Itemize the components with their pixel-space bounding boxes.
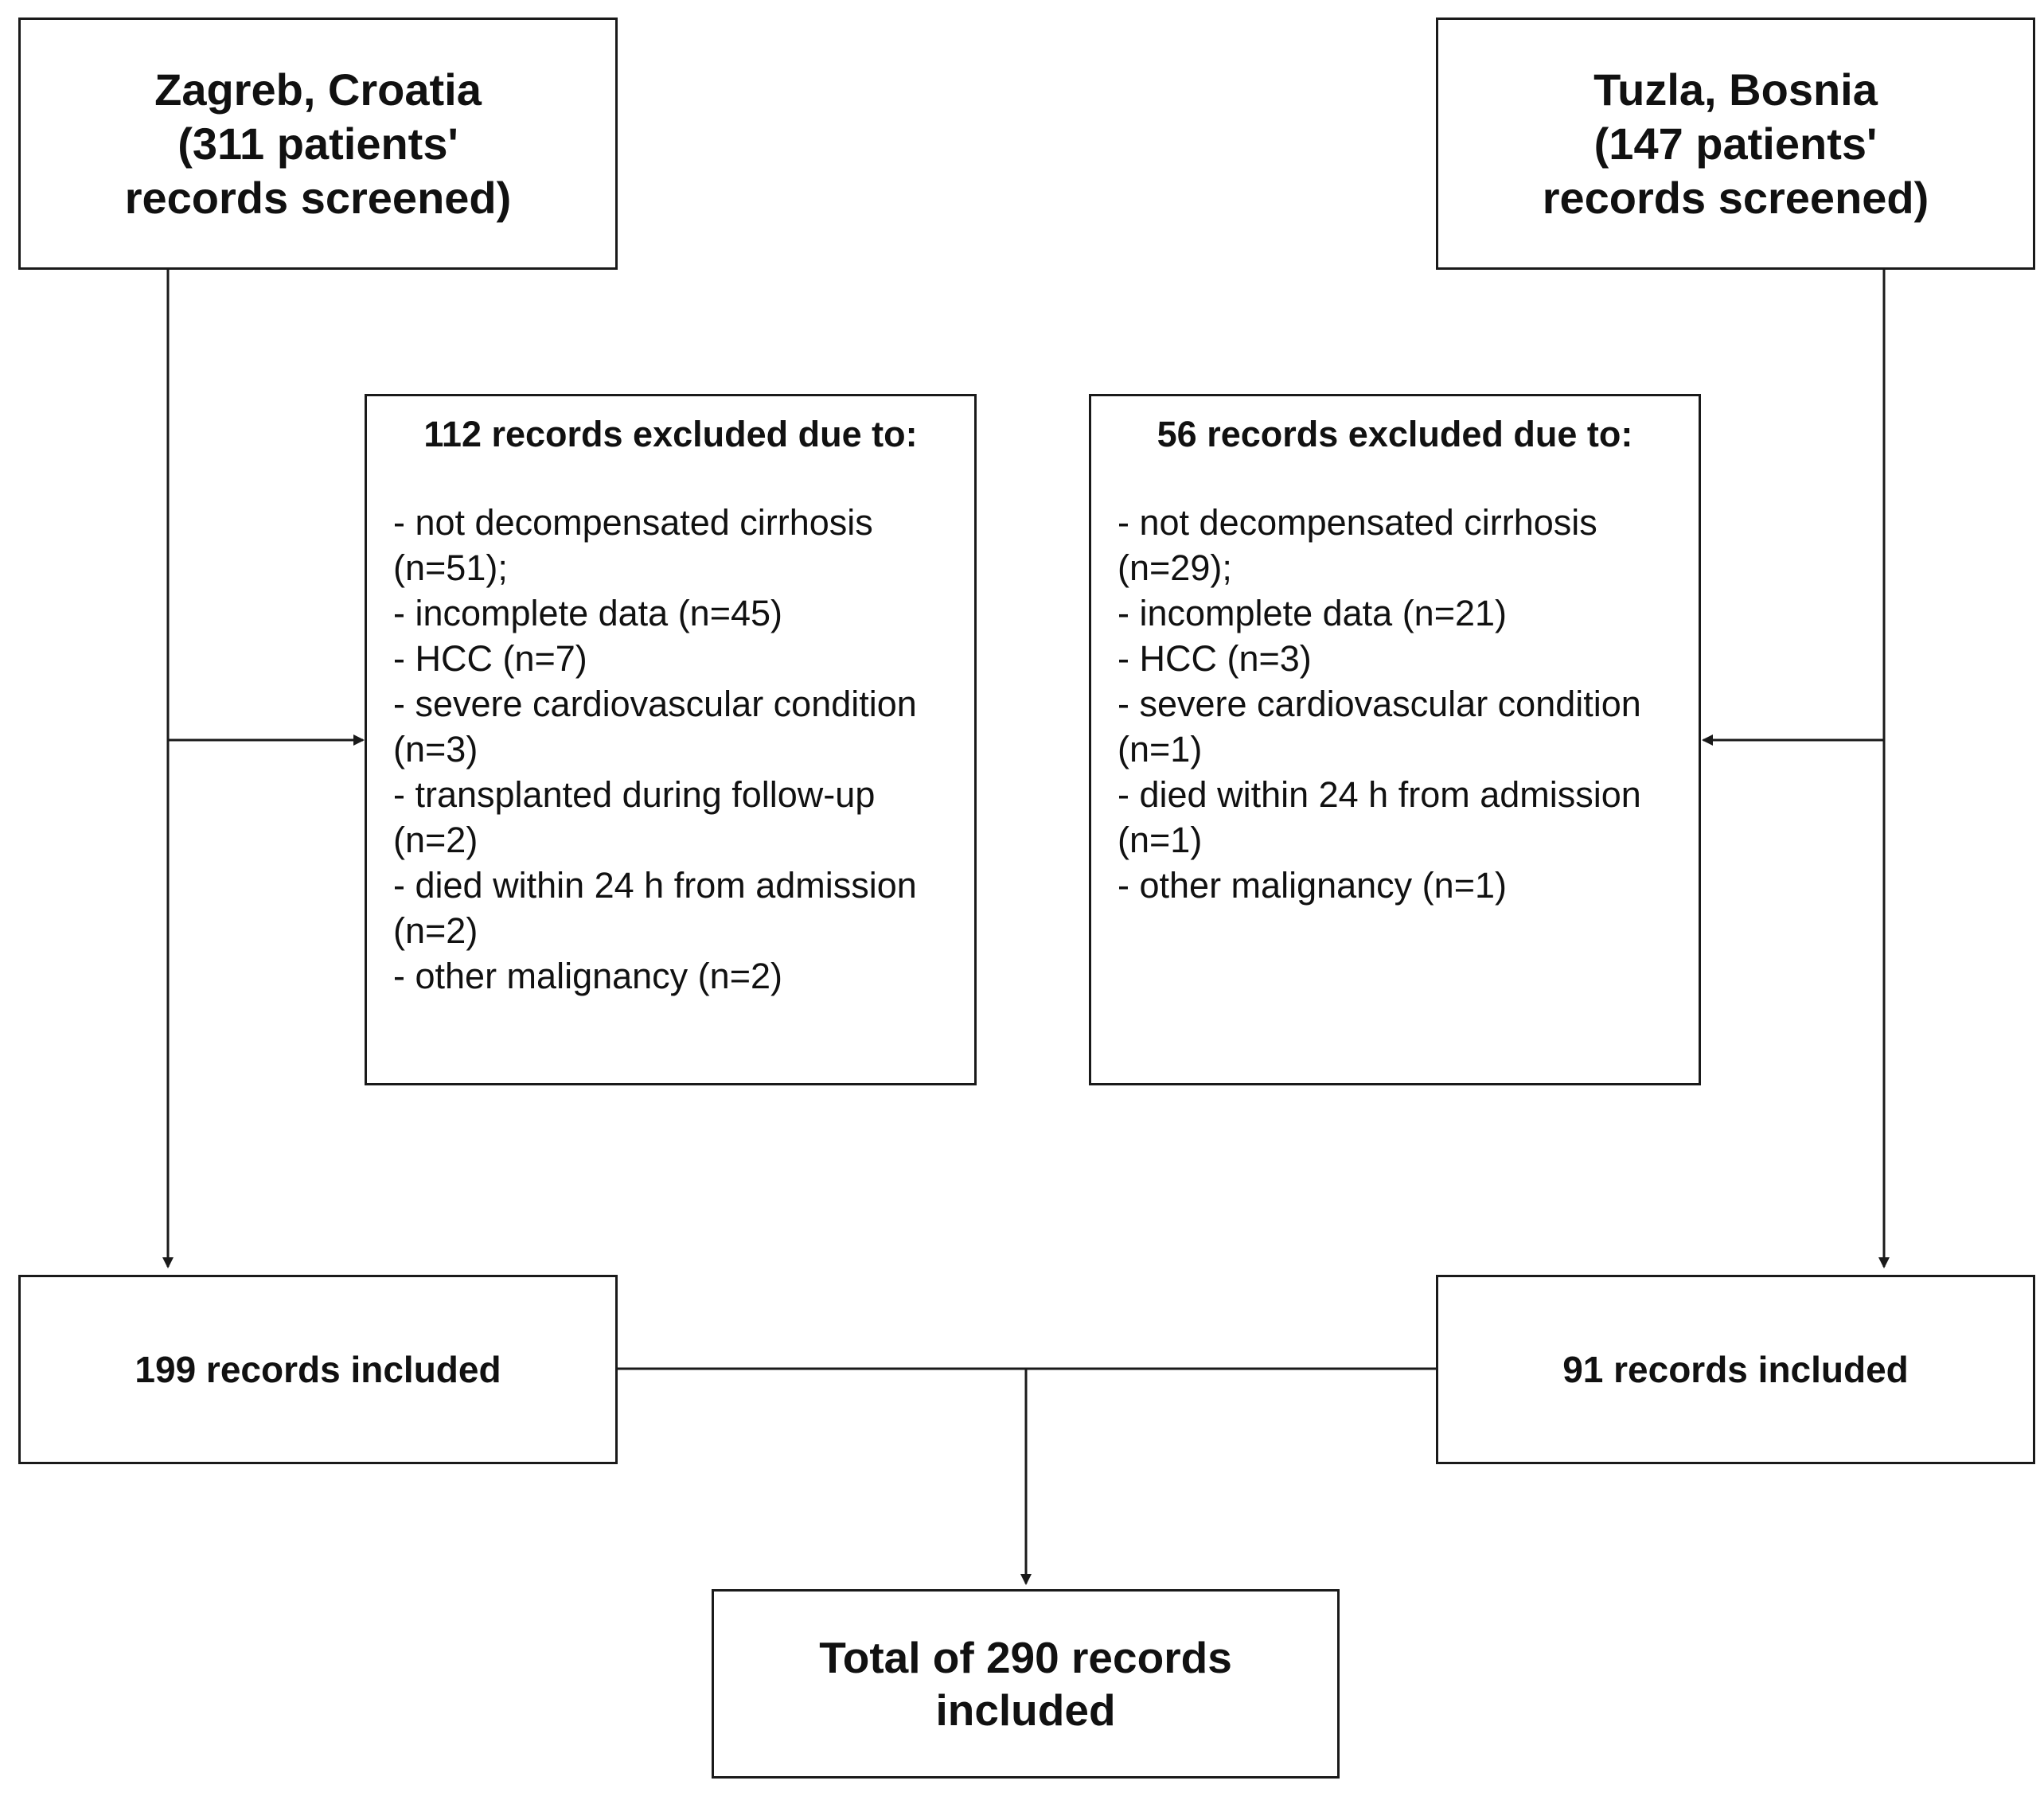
site-title-line: (311 patients' <box>177 118 458 169</box>
exclusion-item: - other malignancy (n=1) <box>1118 865 1507 906</box>
exclusion-list: - not decompensated cirrhosis (n=51); - … <box>393 500 974 999</box>
included-label: 199 records included <box>135 1349 501 1390</box>
total-box: Total of 290 records included <box>712 1589 1340 1779</box>
site-title-tuzla: Tuzla, Bosnia (147 patients' records scr… <box>1543 63 1929 225</box>
exclusion-title: 112 records excluded due to: <box>423 414 918 454</box>
total-label-line: included <box>935 1685 1116 1735</box>
exclusion-item: - died within 24 h from admission <box>393 865 917 906</box>
exclusion-item: - incomplete data (n=45) <box>393 593 783 633</box>
site-title-zagreb: Zagreb, Croatia (311 patients' records s… <box>125 63 512 225</box>
site-box-zagreb: Zagreb, Croatia (311 patients' records s… <box>18 18 618 270</box>
exclusion-list: - not decompensated cirrhosis (n=29); - … <box>1118 500 1699 908</box>
included-label: 91 records included <box>1562 1349 1909 1390</box>
included-box-tuzla: 91 records included <box>1436 1275 2035 1464</box>
exclusion-item: - died within 24 h from admission <box>1118 774 1641 815</box>
total-label-line: Total of 290 records <box>819 1633 1232 1682</box>
exclusion-item: (n=1) <box>1118 820 1203 860</box>
exclusion-item: (n=51); <box>393 547 508 588</box>
exclusion-title: 56 records excluded due to: <box>1157 414 1633 454</box>
exclusion-item: (n=2) <box>393 910 478 951</box>
exclusion-item: (n=1) <box>1118 729 1203 769</box>
exclusion-item: (n=29); <box>1118 547 1232 588</box>
site-title-line: records screened) <box>124 172 512 223</box>
exclusion-item: (n=3) <box>393 729 478 769</box>
site-title-line: records screened) <box>1542 172 1929 223</box>
exclusion-item: - severe cardiovascular condition <box>393 684 917 724</box>
exclusion-item: - transplanted during follow-up <box>393 774 876 815</box>
exclusion-item: (n=2) <box>393 820 478 860</box>
site-title-line: Zagreb, Croatia <box>154 64 482 115</box>
exclusion-item: - incomplete data (n=21) <box>1118 593 1508 633</box>
included-box-zagreb: 199 records included <box>18 1275 618 1464</box>
exclusion-item: - severe cardiovascular condition <box>1118 684 1641 724</box>
exclusion-box-tuzla: 56 records excluded due to: - not decomp… <box>1089 394 1701 1085</box>
site-title-line: Tuzla, Bosnia <box>1593 64 1878 115</box>
exclusion-item: - HCC (n=7) <box>393 638 587 679</box>
site-box-tuzla: Tuzla, Bosnia (147 patients' records scr… <box>1436 18 2035 270</box>
exclusion-item: - not decompensated cirrhosis <box>393 502 873 543</box>
exclusion-item: - not decompensated cirrhosis <box>1118 502 1597 543</box>
exclusion-item: - other malignancy (n=2) <box>393 956 782 996</box>
exclusion-item: - HCC (n=3) <box>1118 638 1312 679</box>
total-label: Total of 290 records included <box>819 1631 1232 1736</box>
exclusion-box-zagreb: 112 records excluded due to: - not decom… <box>365 394 977 1085</box>
site-title-line: (147 patients' <box>1593 118 1878 169</box>
